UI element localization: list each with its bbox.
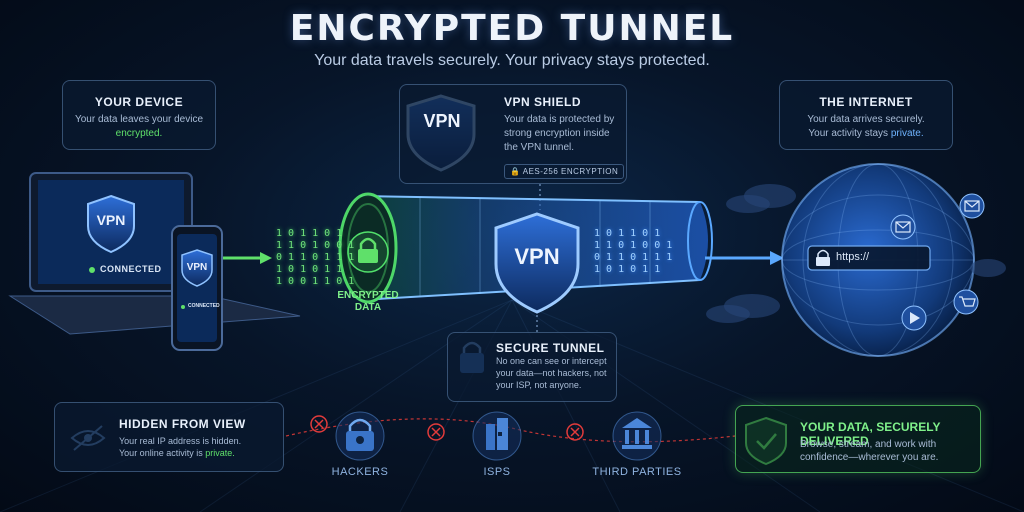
vpn-shield-text: Your data is protected by strong encrypt… <box>504 114 615 153</box>
badge-lock-icon: 🔒 <box>510 167 523 176</box>
internet-card-line1: Your data arrives securely. <box>807 114 925 125</box>
binary-row: 1 1 0 1 0 0 1 <box>594 240 673 251</box>
binary-row: 1 0 1 0 1 1 <box>276 264 343 275</box>
binary-row: 1 0 1 1 0 1 <box>276 228 343 239</box>
vpn-shield-title: VPN SHIELD <box>504 95 582 109</box>
delivered-card-title: YOUR DATA, SECURELY DELIVERED <box>800 420 941 448</box>
internet-card-text: Your data arrives securely. Your activit… <box>790 113 942 141</box>
device-card-text: Your data leaves your device encrypted. <box>73 113 205 141</box>
card-shield-vpn-label: VPN <box>423 111 461 131</box>
hidden-card-title: HIDDEN FROM VIEW <box>119 417 246 431</box>
device-card: YOUR DEVICE Your data leaves your device… <box>62 80 216 150</box>
secure-tunnel-title: SECURE TUNNEL <box>496 341 605 355</box>
tunnel-lock-icon <box>347 231 389 273</box>
vpn-shield-card: VPN VPN SHIELD Your data is protected by… <box>399 84 627 184</box>
url-bar-text: https:// <box>836 251 870 263</box>
encrypted-label-line2: DATA <box>354 302 382 313</box>
encrypted-data-label: ENCRYPTED DATA <box>330 290 406 314</box>
threat-label-isps: ISPS <box>483 466 511 478</box>
hidden-from-view-card: HIDDEN FROM VIEW Your real IP address is… <box>54 402 284 472</box>
internet-card-title: THE INTERNET <box>819 95 913 109</box>
badge-text: AES-256 ENCRYPTION <box>522 167 619 176</box>
phone-vpn-label: VPN <box>186 262 208 273</box>
binary-stream-right: 1 0 1 1 0 1 1 1 0 1 0 0 1 0 1 1 0 1 1 1 … <box>594 228 672 276</box>
delivered-card-text: Browse, stream, and work with confidence… <box>800 439 939 463</box>
encrypted-label-line1: ENCRYPTED <box>337 290 399 301</box>
binary-row: 0 1 1 0 1 1 1 <box>276 252 355 263</box>
binary-stream-left: 1 0 1 1 0 1 1 1 0 1 0 0 1 0 1 1 0 1 1 1 … <box>276 228 354 288</box>
internet-card-line2: Your activity stays <box>808 128 889 139</box>
delivered-card: YOUR DATA, SECURELY DELIVERED Browse, st… <box>735 405 981 473</box>
device-card-text-line: Your data leaves your device <box>74 114 204 125</box>
binary-row: 1 0 1 1 0 1 <box>594 228 661 239</box>
threat-label-hackers: HACKERS <box>331 466 389 478</box>
binary-row: 0 1 1 0 1 1 1 <box>594 252 673 263</box>
threat-label-third-parties: THIRD PARTIES <box>592 466 682 478</box>
device-card-title: YOUR DEVICE <box>94 95 184 109</box>
device-card-highlight: encrypted. <box>115 128 163 139</box>
encryption-badge: 🔒 AES-256 ENCRYPTION <box>504 161 625 179</box>
binary-row: 1 0 1 0 1 1 <box>594 264 661 275</box>
secure-tunnel-card: SECURE TUNNEL No one can see or intercep… <box>447 332 617 402</box>
hidden-card-line2: Your online activity is <box>119 448 203 458</box>
internet-card: THE INTERNET Your data arrives securely.… <box>779 80 953 150</box>
phone-status: CONNECTED <box>188 303 220 309</box>
laptop-vpn-label: VPN <box>96 212 126 228</box>
hidden-card-line1: Your real IP address is hidden. <box>119 436 242 446</box>
page-subtitle: Your data travels securely. Your privacy… <box>314 52 710 69</box>
binary-row: 1 1 0 1 0 0 1 <box>276 240 355 251</box>
internet-card-highlight: private. <box>890 128 924 139</box>
blocked-x-icons <box>310 415 584 441</box>
page-title: ENCRYPTED TUNNEL <box>289 8 735 49</box>
binary-row: 1 0 0 1 1 0 1 <box>276 276 355 287</box>
hidden-card-highlight: private. <box>205 448 235 458</box>
hidden-card-text: Your real IP address is hidden. Your onl… <box>119 435 279 459</box>
laptop-status: CONNECTED <box>100 264 162 274</box>
secure-tunnel-text: No one can see or intercept your data—no… <box>496 356 607 390</box>
tunnel-vpn-label: VPN <box>514 244 560 269</box>
